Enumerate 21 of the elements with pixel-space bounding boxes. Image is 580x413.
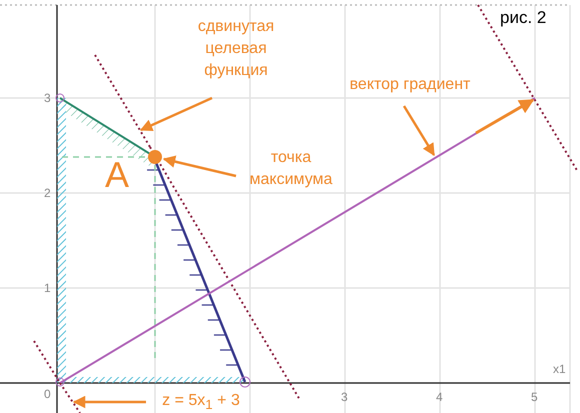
callout-text: вектор градиент — [328, 74, 492, 96]
maximum-point — [148, 150, 162, 164]
arrow — [72, 396, 146, 408]
level-line — [94, 54, 151, 148]
axis-label: x1 — [553, 362, 566, 376]
tick-label: 0 — [44, 387, 51, 401]
tick-label: 4 — [436, 390, 443, 404]
level-line — [59, 382, 81, 413]
figure-title: рис. 2 — [500, 8, 546, 28]
point-label: A — [104, 155, 130, 195]
arrow — [402, 105, 436, 156]
tick-label: 5 — [531, 390, 538, 404]
tick-label: 1 — [44, 281, 51, 295]
tick-label: 2 — [44, 186, 51, 200]
arrow — [140, 96, 213, 132]
arrow — [162, 156, 236, 178]
tick-label: 3 — [341, 390, 348, 404]
callout-text: сдвинутая целевая функция — [180, 16, 292, 82]
callout-text: z = 5x$_{1}$ + 3 — [146, 390, 256, 413]
tick-label: 3 — [44, 91, 51, 105]
callout-text: точка максимума — [236, 147, 346, 191]
